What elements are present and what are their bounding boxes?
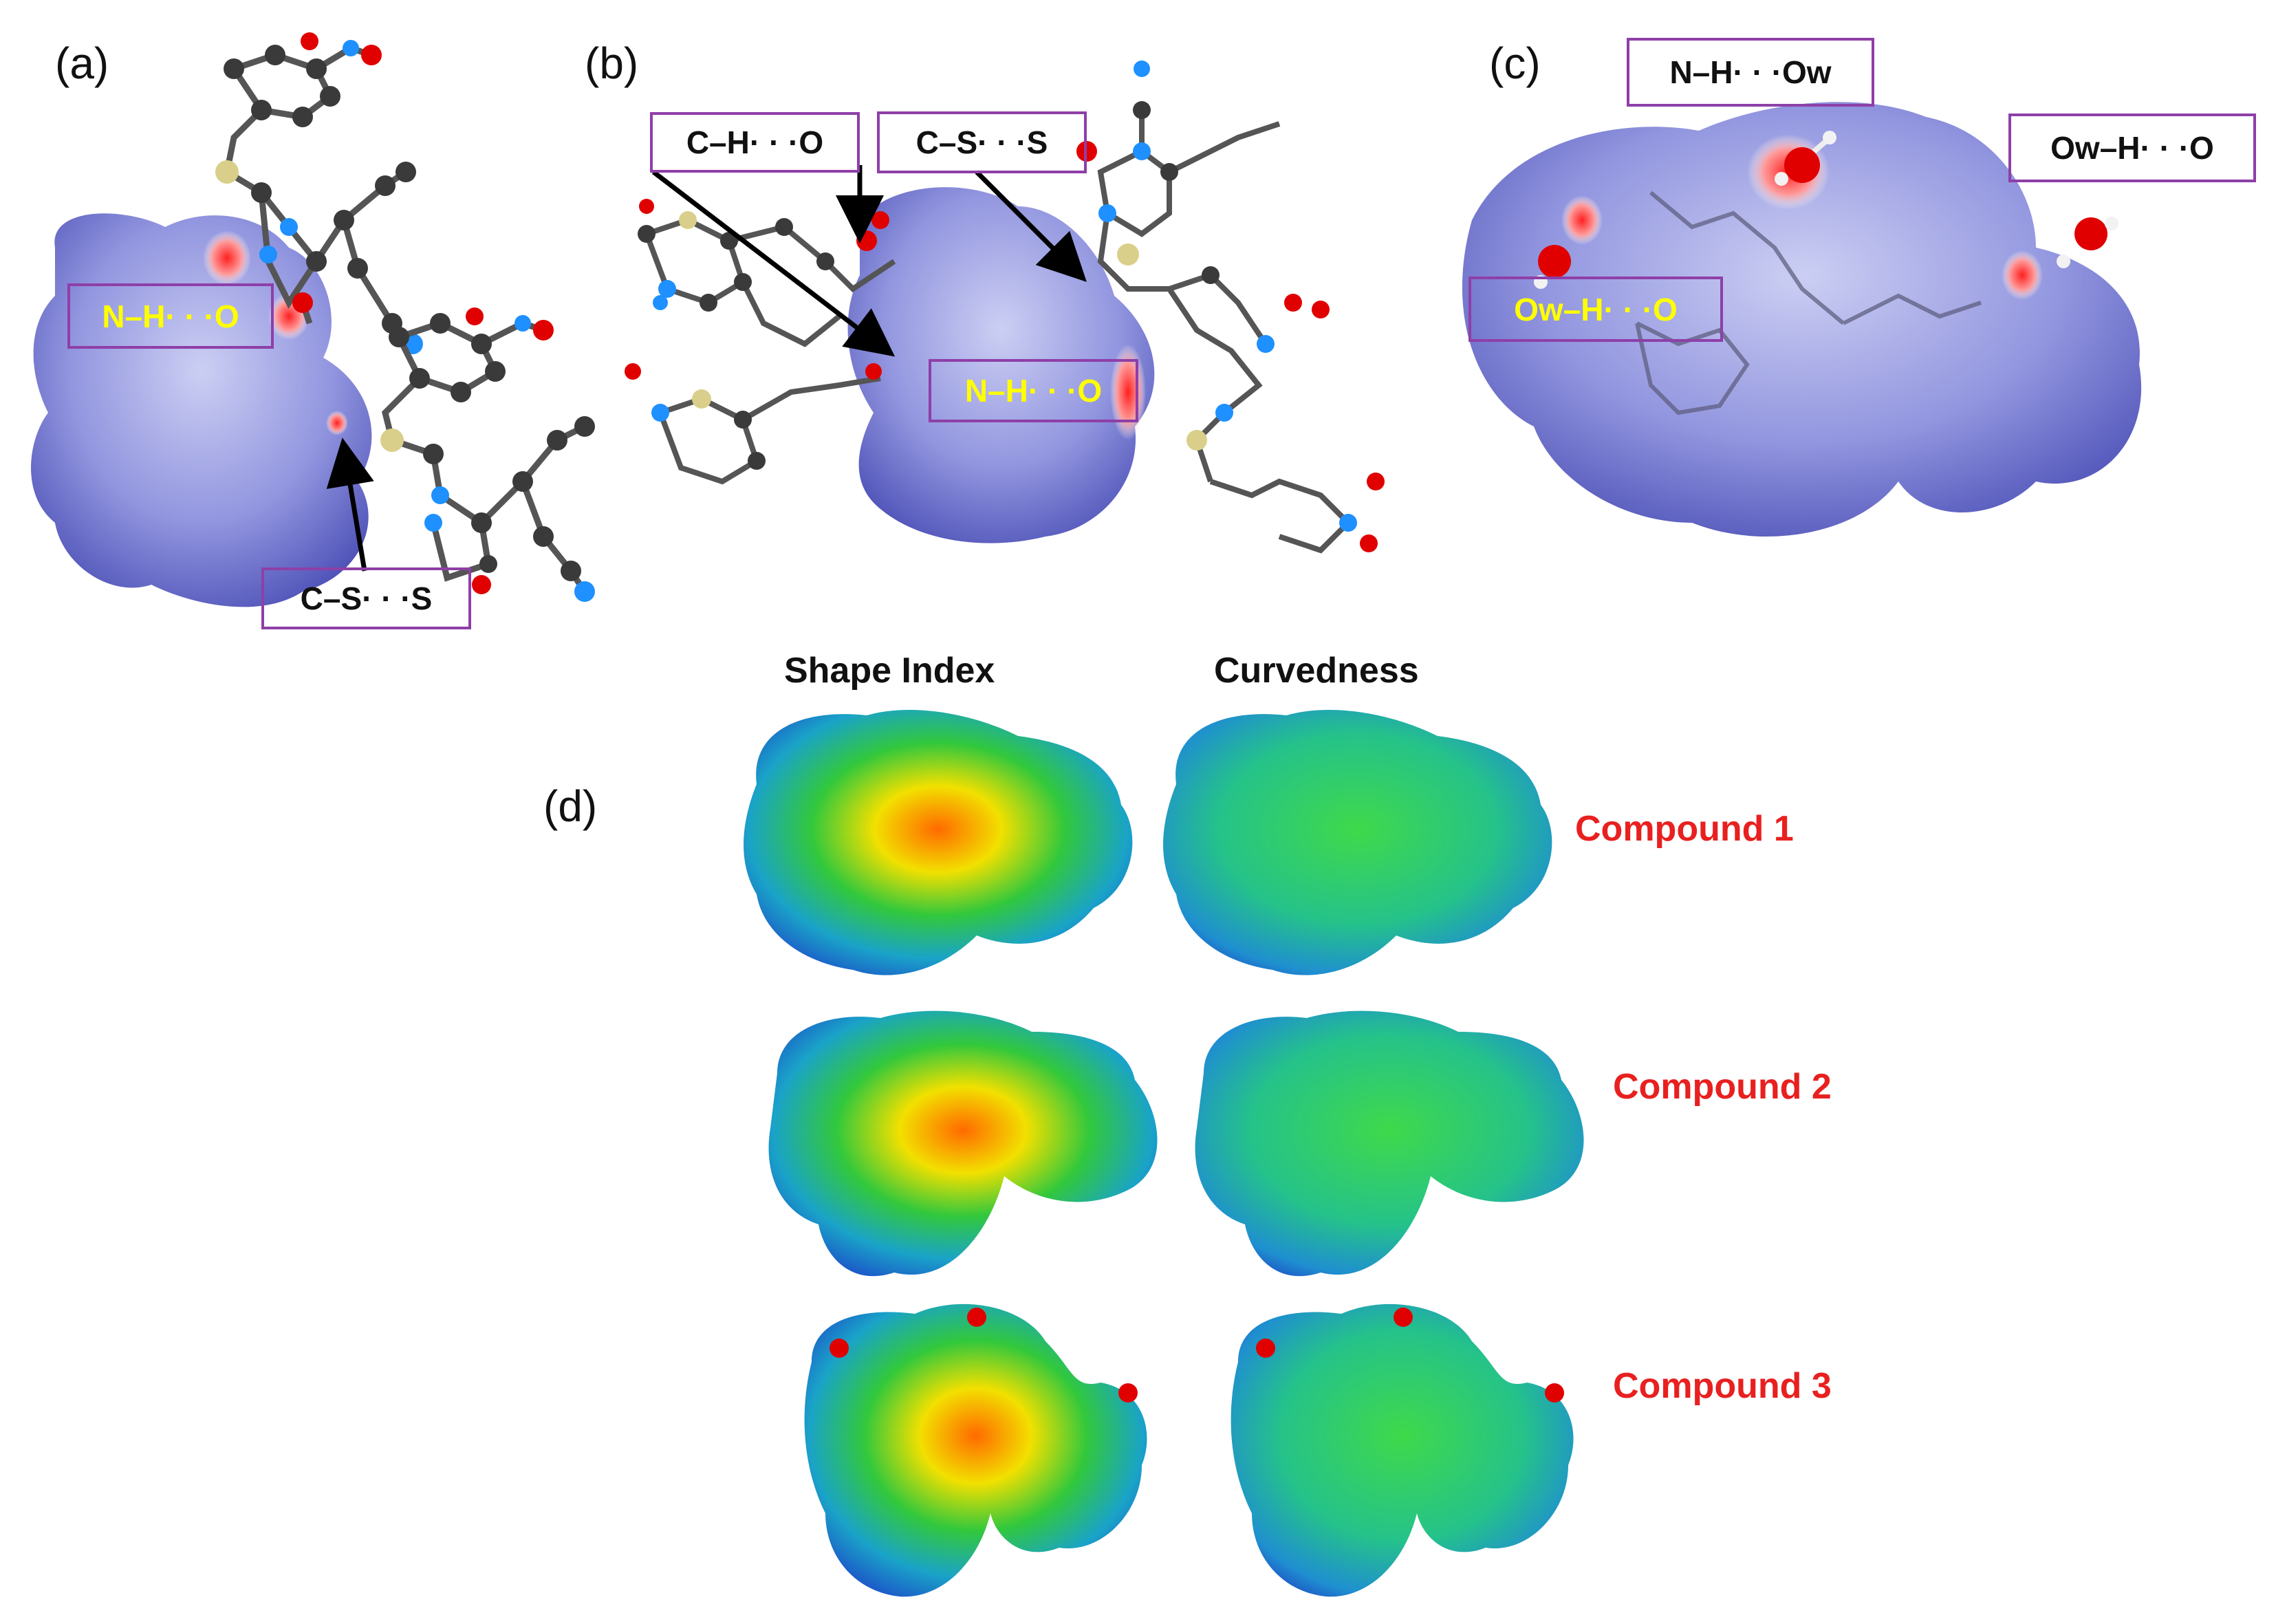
panel-label-a: (a) [55,39,109,88]
hirshfeld-surface-a [31,213,372,607]
curvedness-surface-compound-1 [1163,709,1552,975]
red-contact-spot [326,411,348,435]
row-label-compound-3: Compound 3 [1613,1366,1832,1406]
callout-c-owh-o-right: Ow–H· · ·O [2008,113,2256,182]
row-label-compound-1: Compound 1 [1575,809,1794,849]
callout-arrow [651,170,896,357]
callout-arrow [326,437,374,572]
red-contact-spot [203,230,251,285]
shape-index-surface-compound-2 [768,1010,1158,1277]
shape-index-surface-compound-1 [744,709,1133,975]
callout-c-owh-o-left: Ow–H· · ·O [1468,277,1723,342]
curvedness-surface-compound-3 [1231,1303,1574,1597]
panel-c [1462,102,2142,537]
row-label-compound-2: Compound 2 [1613,1067,1832,1107]
water-molecule [1534,131,2118,289]
atoms [380,307,595,602]
callout-a-nh-o: N–H· · ·O [67,283,274,349]
ball-and-stick-molecule [644,110,1352,554]
hirshfeld-surface-c [1462,102,2142,537]
callout-a-cs-s: C–S· · ·S [261,567,471,629]
column-header-shape-index: Shape Index [784,651,995,691]
callout-c-nh-ow: N–H· · ·Ow [1627,38,1874,107]
callout-b-ch-o: C–H· · ·O [650,112,860,173]
shape-index-surface-compound-3 [804,1303,1147,1597]
callout-b-nh-o: N–H· · ·O [929,359,1138,422]
callout-arrow [975,170,1087,282]
panel-label-c: (c) [1489,39,1541,88]
panel-a [31,32,595,607]
water-molecule [830,1308,1564,1403]
red-contact-spot [2002,250,2043,300]
atoms [215,32,423,354]
panel-b [625,61,1385,554]
panel-label-b: (b) [585,39,639,88]
panel-d-surfaces [744,709,1584,1597]
red-contact-spot [1561,195,1603,245]
panel-label-d: (d) [543,781,598,831]
callout-b-cs-s: C–S· · ·S [877,111,1087,173]
column-header-curvedness: Curvedness [1214,651,1419,691]
curvedness-surface-compound-2 [1195,1010,1584,1277]
ball-and-stick-molecule [382,320,587,594]
